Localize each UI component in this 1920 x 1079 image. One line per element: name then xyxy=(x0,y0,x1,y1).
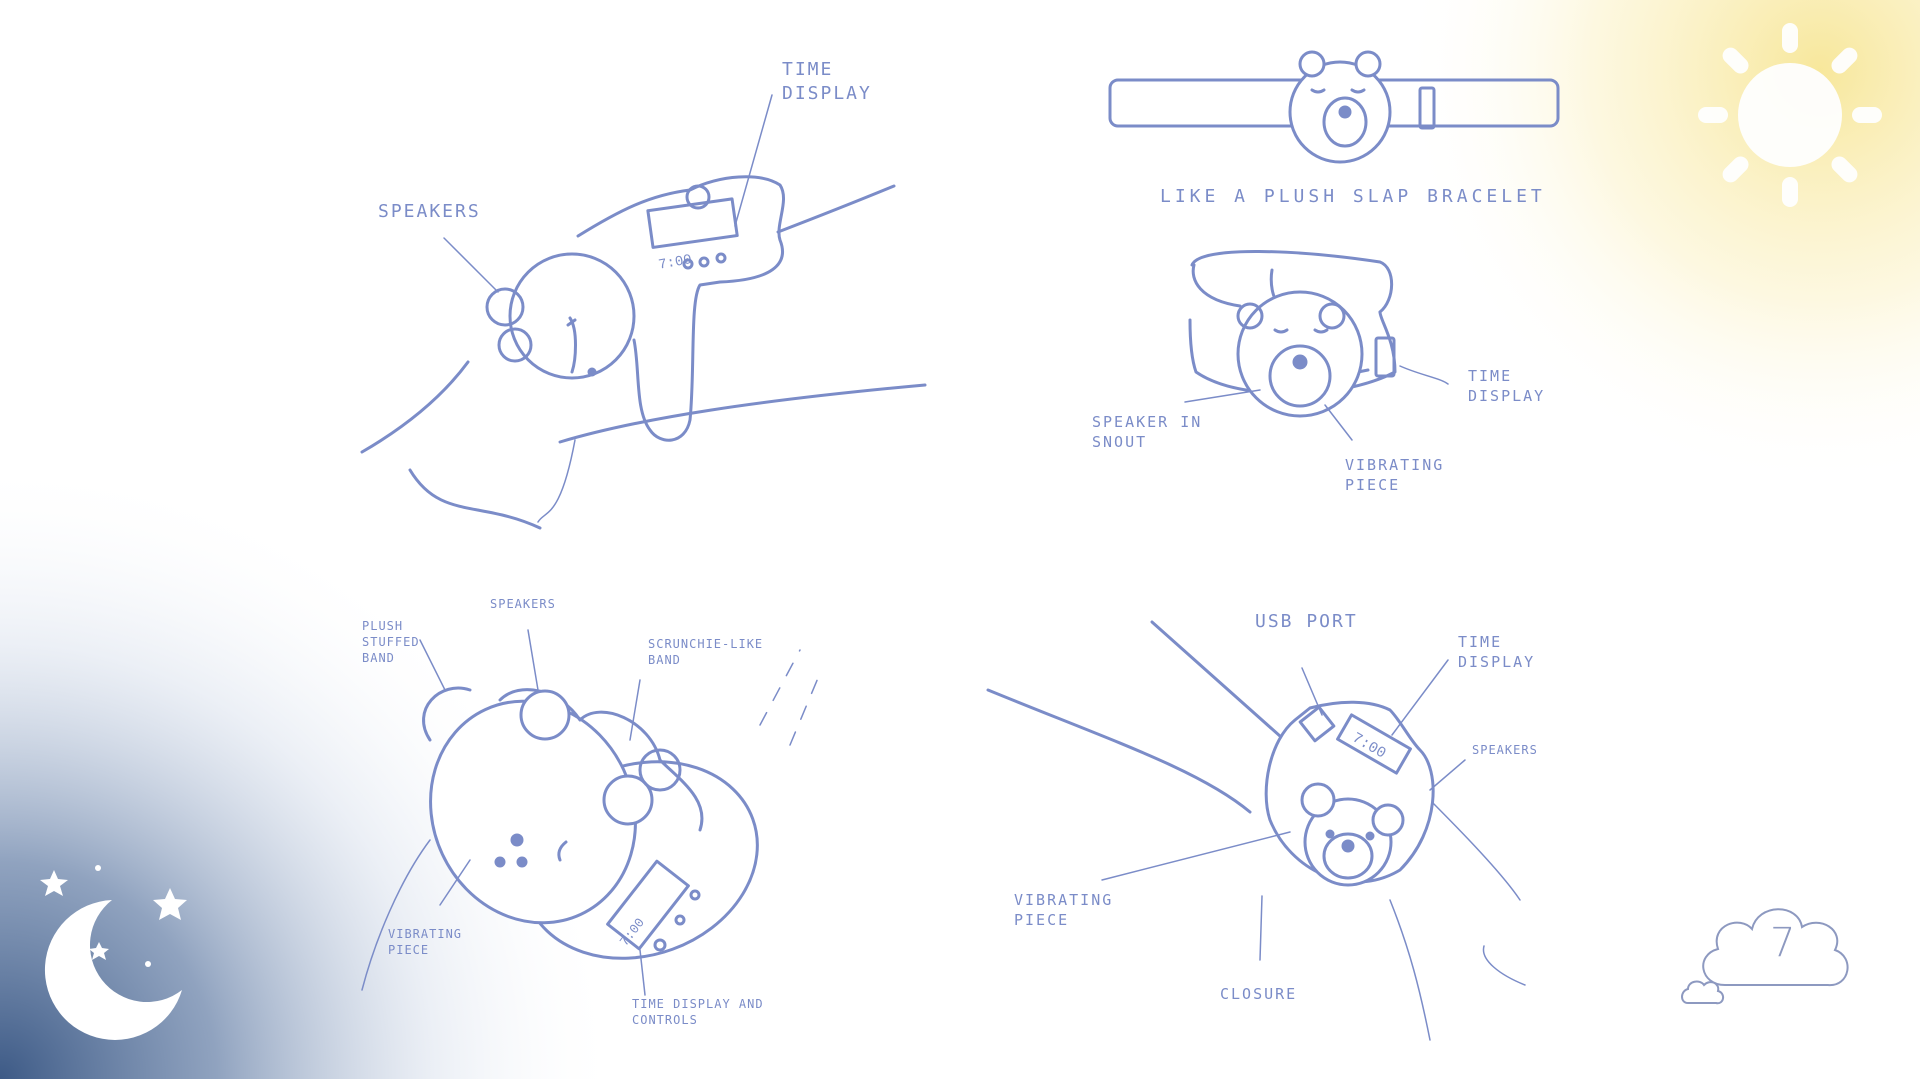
caption-slap-bracelet: LIKE A PLUSH SLAP BRACELET xyxy=(1160,186,1546,207)
label-scrunchie-band: SCRUNCHIE-LIKE BAND xyxy=(648,637,764,668)
label-vibrating-2: VIBRATING PIECE xyxy=(1345,456,1445,495)
label-usb-port: USB PORT xyxy=(1255,611,1358,632)
label-time-display-2: TIME DISPLAY xyxy=(1468,367,1546,406)
label-closure: CLOSURE xyxy=(1220,985,1298,1003)
sketch1-clock: 7:00 xyxy=(657,252,693,274)
sun-icon xyxy=(1698,23,1882,207)
cloud-icon xyxy=(1681,908,1849,1005)
label-time-display-1: TIME DISPLAY xyxy=(782,59,872,105)
label-time-display-4: TIME DISPLAY xyxy=(1458,633,1536,672)
label-vibrating-4: VIBRATING PIECE xyxy=(1014,891,1114,930)
moon-stars-icon xyxy=(40,865,187,1040)
page-number: 7 xyxy=(1770,920,1796,966)
label-plush-stuffed-band: PLUSH STUFFED BAND xyxy=(362,619,420,666)
label-speakers-3: SPEAKERS xyxy=(490,597,556,611)
label-speakers-4: SPEAKERS xyxy=(1472,743,1538,757)
label-speaker-snout: SPEAKER IN SNOUT xyxy=(1092,413,1203,452)
label-speakers-1: SPEAKERS xyxy=(378,201,481,222)
label-display-controls: TIME DISPLAY AND CONTROLS xyxy=(632,997,764,1028)
label-vibrating-3: VIBRATING PIECE xyxy=(388,927,463,958)
